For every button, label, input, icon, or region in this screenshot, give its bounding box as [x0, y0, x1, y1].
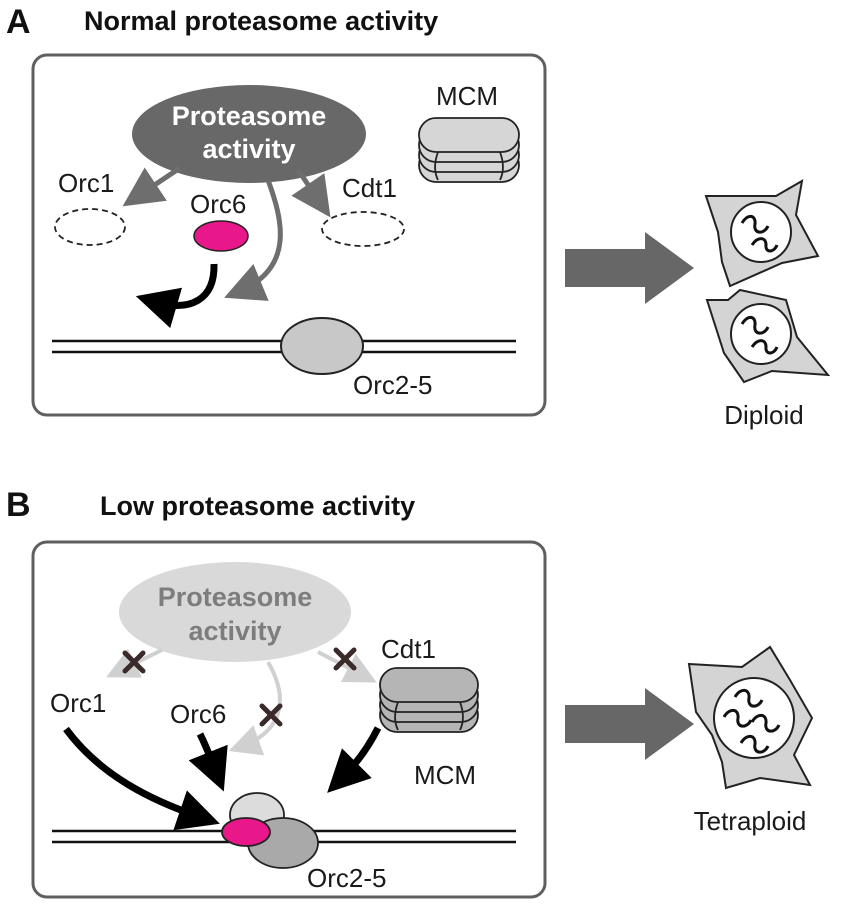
panel-a-cdt1-degraded-shape: [321, 211, 405, 247]
panel-b-letter: B: [6, 486, 31, 524]
panel-b-proteasome-line2: activity: [188, 616, 281, 646]
panel-b-orc25-label: Orc2-5: [307, 863, 386, 893]
panel-b-proteasome-ellipse: [119, 562, 351, 662]
panel-a-orc6-shape: [193, 220, 249, 252]
panel-a-orc25-shape: [280, 317, 364, 375]
panel-a: A Normal proteasome activity Orc2-5 Prot…: [6, 3, 831, 430]
panel-a-arrow-to-orc1: [122, 165, 182, 207]
panel-a-title: Normal proteasome activity: [84, 6, 438, 36]
panel-b-orc1-arrow: [63, 726, 220, 831]
panel-b-mcm-shape: [379, 667, 479, 733]
panel-b-outcome-arrow: [565, 688, 694, 760]
panel-a-proteasome-ellipse: [132, 85, 366, 183]
panel-a-orc6-label: Orc6: [190, 189, 246, 219]
panel-b-block-mark-orc1: [122, 650, 146, 674]
panel-a-proteasome-line1: Proteasome: [172, 101, 327, 131]
panel-b-block-mark-orc6: [259, 703, 283, 727]
panel-a-diploid-cell-1: [704, 179, 820, 288]
panel-a-outcome-label: Diploid: [724, 400, 804, 430]
panel-b-outcome-label: Tetraploid: [694, 806, 807, 836]
panel-b-title: Low proteasome activity: [100, 491, 415, 521]
panel-a-orc25-label: Orc2-5: [353, 370, 432, 400]
panel-b-block-mark-cdt1: [333, 647, 357, 671]
panel-b-proteasome-line1: Proteasome: [158, 582, 313, 612]
panel-a-proteasome-line2: activity: [202, 134, 295, 164]
panel-a-orc1-degraded-shape: [54, 208, 126, 246]
panel-a-letter: A: [6, 3, 31, 41]
panel-a-mcm-shape: [418, 117, 520, 183]
panel-a-outcome-arrow: [565, 232, 694, 304]
panel-b-cdt1-label: Cdt1: [381, 634, 436, 664]
panel-b-orc1-label: Orc1: [50, 688, 106, 718]
panel-a-mcm-label: MCM: [436, 81, 498, 111]
panel-b-mcm-arrow: [327, 726, 382, 793]
panel-b-orc6-label: Orc6: [170, 699, 226, 729]
panel-a-arrow-to-dna: [224, 179, 283, 301]
panel-b-orc-complex: [221, 792, 319, 869]
panel-a-orc6-arrow: [135, 263, 218, 329]
panel-a-diploid-cell-2: [705, 288, 831, 384]
panel-a-orc1-label: Orc1: [58, 168, 114, 198]
panel-b-tetraploid-cell: [687, 645, 814, 790]
panel-b-orc6-arrow: [188, 732, 228, 792]
panel-b-mcm-label: MCM: [414, 760, 476, 790]
panel-a-arrow-to-cdt1: [291, 168, 331, 218]
panel-a-cdt1-label: Cdt1: [342, 173, 397, 203]
panel-b: B Low proteasome activity Proteasome act…: [6, 486, 814, 899]
panel-b-faint-arrow-dna: [228, 660, 282, 756]
